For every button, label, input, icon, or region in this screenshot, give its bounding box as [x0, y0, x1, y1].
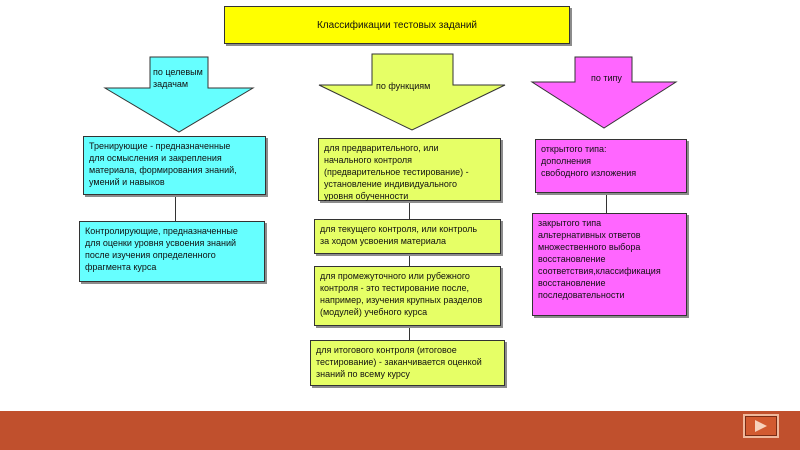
arrow-down-type	[530, 56, 678, 129]
box-open-type: открытого типа: дополнения свободного из…	[535, 139, 687, 193]
header-targets-line: задачам	[153, 79, 189, 89]
box-line: Тренирующие - предназначенные	[89, 141, 231, 151]
box-line: восстановление	[538, 278, 606, 288]
box-line: после изучения определенного	[85, 250, 216, 260]
arrow-down-functions	[318, 53, 506, 131]
box-line: множественного выбора	[538, 242, 641, 252]
header-type: по типу	[591, 72, 622, 84]
box-line: для итогового контроля (итоговое	[316, 345, 457, 355]
box-line: (модулей) учебного курса	[320, 307, 428, 317]
box-line: последовательности	[538, 290, 625, 300]
connector-line	[175, 195, 176, 221]
header-targets: по целевым задачам	[153, 66, 203, 90]
box-line: умений и навыков	[89, 177, 165, 187]
box-line: фрагмента курса	[85, 262, 157, 272]
next-slide-button[interactable]	[743, 414, 779, 438]
box-line: для осмысления и закрепления	[89, 153, 222, 163]
header-functions: по функциям	[376, 80, 430, 92]
box-line: открытого типа:	[541, 144, 607, 154]
box-line: восстановление	[538, 254, 606, 264]
diagram-title-text: Классификации тестовых заданий	[316, 20, 478, 31]
diagram-title: Классификации тестовых заданий	[224, 6, 570, 44]
box-line: свободного изложения	[541, 168, 637, 178]
header-type-line: по типу	[591, 73, 622, 83]
box-final-control: для итогового контроля (итоговое тестиро…	[310, 340, 505, 386]
box-line: начального контроля	[324, 155, 413, 165]
box-line: для текущего контроля, или контроль	[320, 224, 478, 234]
footer-bar	[0, 411, 800, 450]
box-line: альтернативных ответов	[538, 230, 641, 240]
box-line: материала, формирования знаний,	[89, 165, 237, 175]
box-line: дополнения	[541, 156, 592, 166]
box-line: уровня обученности	[324, 191, 409, 201]
connector-line	[409, 201, 410, 219]
box-controlling: Контролирующие, предназначенные для оцен…	[79, 221, 265, 282]
box-line: для промежуточного или рубежного	[320, 271, 470, 281]
box-line: (предварительное тестирование) -	[324, 167, 469, 177]
box-line: для предварительного, или	[324, 143, 439, 153]
box-preliminary-control: для предварительного, или начального кон…	[318, 138, 501, 201]
box-line: для оценки уровня усвоения знаний	[85, 238, 237, 248]
box-current-control: для текущего контроля, или контроль за х…	[314, 219, 501, 254]
box-line: например, изучения крупных разделов	[320, 295, 483, 305]
header-targets-line: по целевым	[153, 67, 203, 77]
header-functions-line: по функциям	[376, 81, 431, 91]
box-line: Контролирующие, предназначенные	[85, 226, 238, 236]
box-line: знаний по всему курсу	[316, 369, 410, 379]
play-triangle-icon	[755, 420, 767, 432]
box-training: Тренирующие - предназначенные для осмысл…	[83, 136, 266, 195]
box-intermediate-control: для промежуточного или рубежного контрол…	[314, 266, 501, 326]
box-line: за ходом усвоения материала	[320, 236, 447, 246]
box-line: тестирование) - заканчивается оценкой	[316, 357, 482, 367]
connector-line	[606, 193, 607, 213]
box-line: контроля - это тестирование после,	[320, 283, 470, 293]
connector-line	[409, 326, 410, 340]
arrow-down-targets	[103, 56, 255, 133]
connector-line	[409, 254, 410, 266]
box-closed-type: закрытого типа альтернативных ответов мн…	[532, 213, 687, 316]
box-line: установление индивидуального	[324, 179, 457, 189]
box-line: соответствия,классификация	[538, 266, 661, 276]
box-line: закрытого типа	[538, 218, 602, 228]
